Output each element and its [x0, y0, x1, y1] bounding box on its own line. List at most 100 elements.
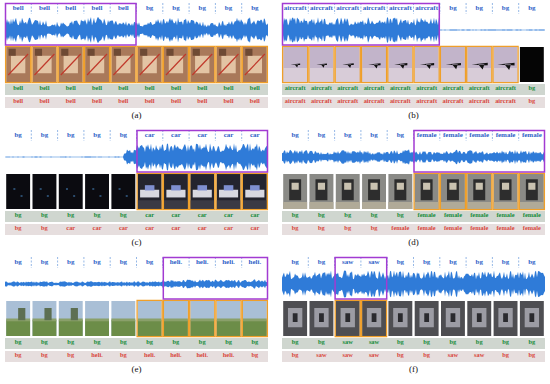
true-label: bell: [242, 84, 268, 91]
true-label: bg: [335, 211, 361, 218]
photo-part: [13, 188, 15, 190]
visual-event-box: [216, 46, 241, 82]
audio-label: bg: [137, 258, 163, 266]
video-frame: [520, 47, 544, 82]
car-shape: [224, 185, 234, 190]
audio-label: bg: [414, 258, 440, 266]
car-shape: [145, 185, 155, 190]
true-label: bg: [440, 338, 466, 345]
figure-shape: [473, 179, 485, 200]
true-label: car: [137, 211, 163, 218]
audio-label: heli.: [215, 258, 241, 266]
photo-part: [498, 308, 512, 327]
audio-label: bg: [84, 131, 110, 139]
photo-part: [467, 68, 491, 82]
photo: [138, 301, 162, 336]
photo: [283, 47, 307, 82]
panel-caption: (f): [394, 364, 434, 374]
photo: [415, 47, 439, 82]
true-label: bg: [361, 211, 387, 218]
photo-part: [113, 54, 133, 75]
video-frame: [362, 301, 386, 336]
predicted-label: female: [492, 224, 518, 231]
segment-separator: [334, 3, 335, 14]
photo: [190, 301, 214, 336]
segment-separator: [360, 3, 361, 14]
video-frame: [164, 174, 188, 209]
audio-label: bell: [5, 4, 31, 12]
photo-part: [293, 313, 298, 322]
photo-part: [398, 313, 403, 322]
predicted-label: aircraft: [414, 97, 440, 104]
photo-part: [192, 54, 212, 75]
video-frame: [138, 174, 162, 209]
true-label: bg: [84, 338, 110, 345]
audio-waveform: [282, 17, 545, 42]
photo: [6, 47, 30, 82]
photo-part: [35, 54, 55, 75]
video-frame: [415, 301, 439, 336]
photo-part: [415, 68, 439, 82]
photo: [164, 174, 188, 209]
aircraft-silhouette: [291, 64, 301, 68]
photo: [362, 47, 386, 82]
predicted-label: bell: [110, 97, 136, 104]
true-label: aircraft: [440, 84, 466, 91]
true-label: bg: [519, 84, 545, 91]
photo: [467, 301, 491, 336]
predicted-label: aircraft: [492, 97, 518, 104]
photo-part: [193, 49, 200, 56]
video-frame: [441, 47, 465, 82]
visual-event-box: [190, 173, 215, 209]
segment-separator: [466, 3, 467, 14]
true-label: bg: [58, 211, 84, 218]
video-frame: [388, 301, 412, 336]
photo-part: [217, 320, 241, 336]
photo-part: [393, 308, 407, 327]
segment-separator: [162, 3, 163, 14]
true-label: bg: [31, 211, 57, 218]
photo-part: [40, 188, 42, 190]
video-frame: [6, 47, 30, 82]
true-label: bg: [414, 338, 440, 345]
video-frame: [415, 174, 439, 209]
photo-part: [245, 49, 252, 56]
audio-label: bg: [519, 4, 545, 12]
photo: [59, 301, 83, 336]
audio-label: heli.: [163, 258, 189, 266]
photo-part: [164, 319, 188, 322]
photo-part: [370, 183, 377, 190]
predicted-label: heli.: [84, 351, 110, 358]
panel-illustration: [282, 257, 545, 337]
audio-event-box: [163, 258, 267, 300]
visual-event-box: [283, 46, 308, 82]
visual-event-box: [6, 46, 31, 82]
segment-separator: [110, 130, 111, 141]
aircraft-silhouette: [420, 63, 434, 69]
predicted-label: female: [440, 224, 466, 231]
photo-part: [44, 308, 51, 320]
photo-part: [243, 200, 267, 209]
video-frame: [59, 174, 83, 209]
photo: [388, 301, 412, 336]
photo-part: [190, 319, 214, 322]
photo-part: [441, 202, 465, 209]
true-label: car: [215, 211, 241, 218]
audio-label: bg: [189, 4, 215, 12]
visual-event-box: [414, 173, 439, 209]
audio-label: car: [242, 131, 268, 139]
predicted-label: car: [163, 224, 189, 231]
photo-part: [219, 54, 239, 75]
photo: [59, 47, 83, 82]
audio-label: female: [440, 131, 466, 139]
panel-illustration: [282, 130, 545, 210]
ground-truth-band: bellbellbellbellbellbellbellbellbellbell: [5, 84, 268, 95]
photo-part: [388, 202, 412, 209]
predicted-label: car: [189, 224, 215, 231]
audio-label: bg: [440, 4, 466, 12]
audio-event-box: [283, 4, 440, 46]
photo-part: [219, 49, 226, 56]
photo-part: [372, 313, 377, 322]
photo-part: [283, 68, 307, 82]
photo-part: [18, 308, 25, 320]
